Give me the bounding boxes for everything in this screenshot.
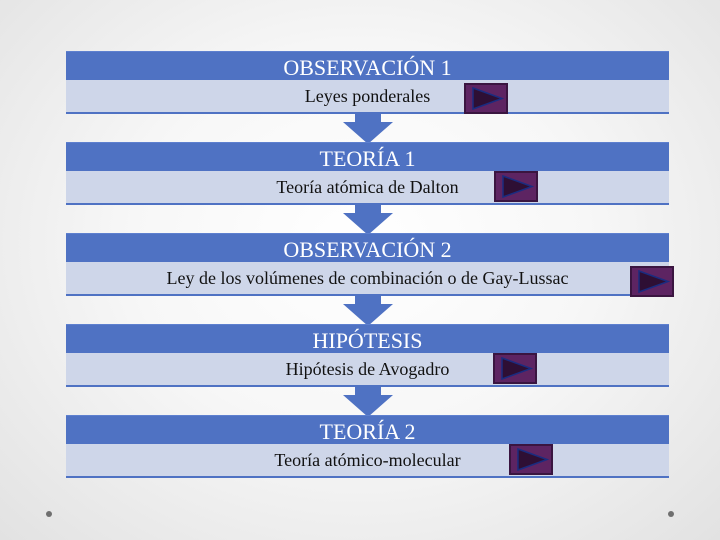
down-arrow-icon [343, 203, 393, 235]
step-3-play-button[interactable] [630, 266, 674, 297]
step-1-subtitle: Leyes ponderales [66, 80, 669, 114]
step-1-title: OBSERVACIÓN 1 [66, 51, 669, 81]
step-5-subtitle: Teoría atómico-molecular [66, 444, 669, 478]
play-icon [638, 269, 671, 294]
step-1-play-button[interactable] [464, 83, 508, 114]
step-2-title: TEORÍA 1 [66, 142, 669, 172]
decorative-dot [46, 511, 52, 517]
down-arrow-icon [343, 112, 393, 144]
step-5-title: TEORÍA 2 [66, 415, 669, 445]
step-5-play-button[interactable] [509, 444, 553, 475]
play-icon [502, 174, 535, 199]
step-2-subtitle: Teoría atómica de Dalton [66, 171, 669, 205]
step-3-title: OBSERVACIÓN 2 [66, 233, 669, 263]
down-arrow-icon [343, 385, 393, 417]
step-3-subtitle: Ley de los volúmenes de combinación o de… [66, 262, 669, 296]
decorative-dot [668, 511, 674, 517]
step-4-title: HIPÓTESIS [66, 324, 669, 354]
step-4-subtitle: Hipótesis de Avogadro [66, 353, 669, 387]
play-icon [517, 447, 550, 472]
step-2-play-button[interactable] [494, 171, 538, 202]
play-icon [501, 356, 534, 381]
play-icon [472, 86, 505, 111]
step-4-play-button[interactable] [493, 353, 537, 384]
down-arrow-icon [343, 294, 393, 326]
